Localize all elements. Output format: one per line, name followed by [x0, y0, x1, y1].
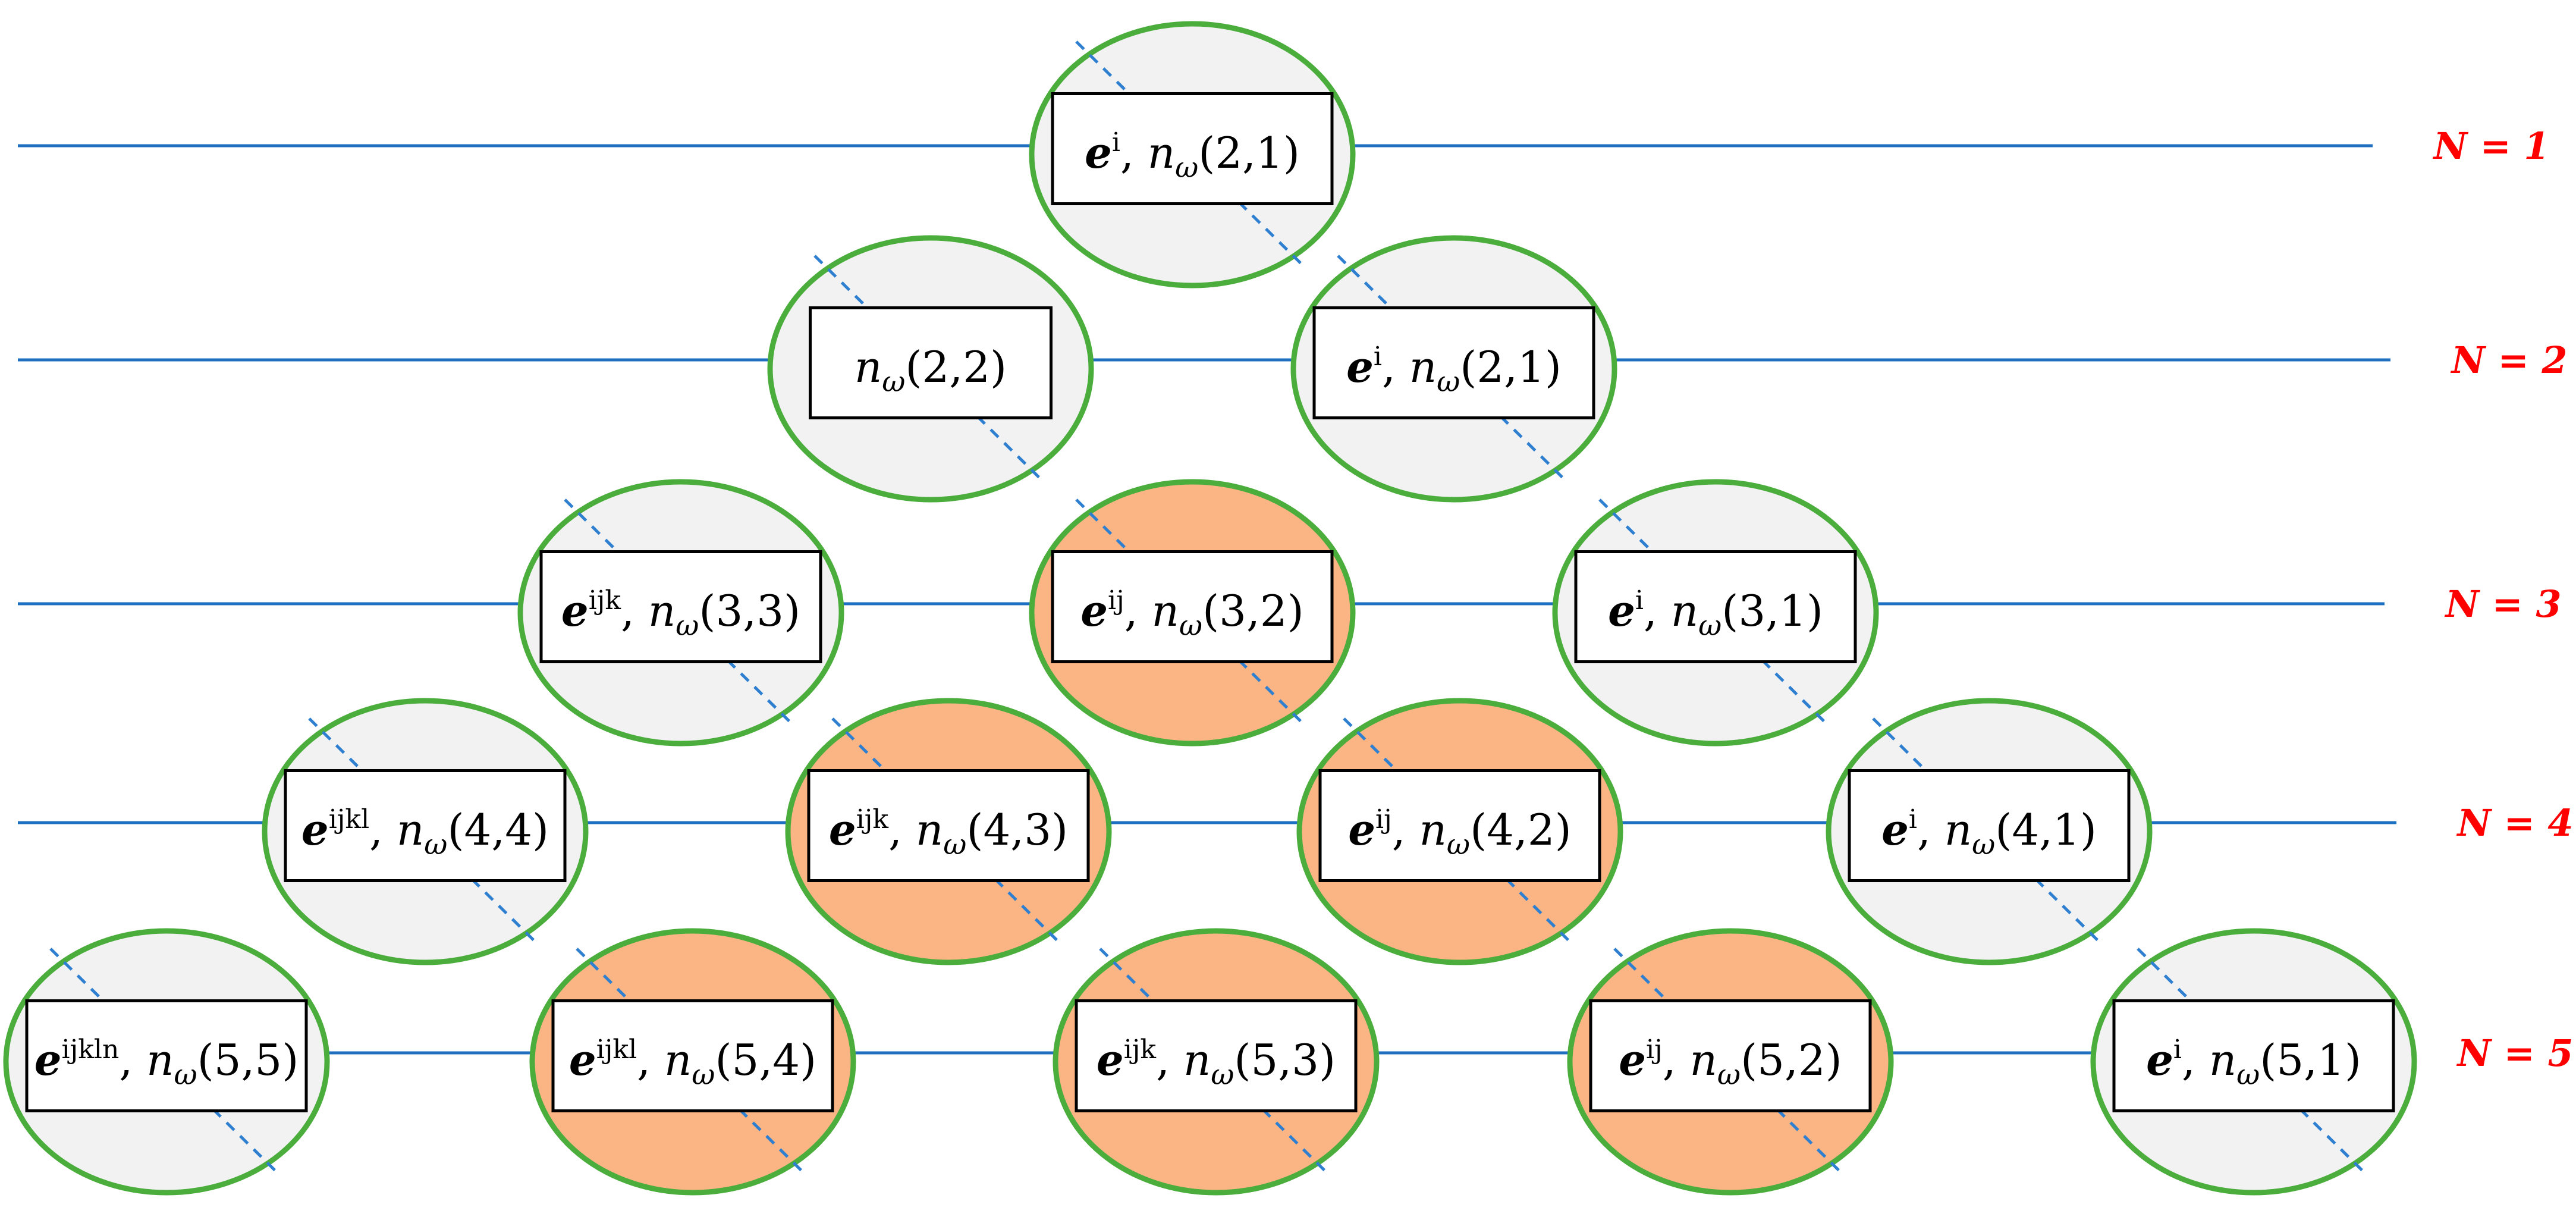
node-box [1318, 769, 1601, 882]
node-box [1574, 550, 1857, 663]
node-box [2112, 999, 2395, 1112]
row-label: N = 2 [2451, 338, 2568, 382]
node-box [809, 306, 1053, 419]
node-label: ei, nω(2,1) [1346, 341, 1562, 399]
node-label: eij, nω(3,2) [1080, 585, 1304, 642]
node-box [284, 769, 567, 882]
node-box [1848, 769, 2131, 882]
node-box [539, 550, 822, 663]
node-box [1589, 999, 1872, 1112]
node-label: ei, nω(2,1) [1085, 127, 1300, 184]
node-box [551, 999, 834, 1112]
row-label: N = 1 [2433, 124, 2550, 168]
node-label: eijkl, nω(4,4) [301, 804, 549, 861]
node-label: eijk, nω(4,3) [829, 804, 1068, 861]
row-label: N = 3 [2445, 582, 2562, 626]
node-label: ei, nω(5,1) [2146, 1034, 2361, 1092]
node-box [1051, 550, 1334, 663]
node-label: ei, nω(4,1) [1881, 804, 2097, 861]
row-label: N = 5 [2456, 1031, 2574, 1075]
row-label: N = 4 [2456, 801, 2574, 845]
node-label: eijkl, nω(5,4) [569, 1034, 816, 1092]
node-box [1312, 306, 1595, 419]
node-label: eij, nω(5,2) [1619, 1034, 1842, 1092]
row-labels-layer: N = 1 N = 2 N = 3 N = 4 N = 5 [2433, 124, 2574, 1075]
node-box [25, 999, 308, 1112]
node-box [1051, 92, 1334, 205]
node-label: eijk, nω(5,3) [1097, 1034, 1336, 1092]
node-label: ei, nω(3,1) [1608, 585, 1823, 642]
node-label: eijkln, nω(5,5) [34, 1034, 299, 1092]
node-box [1075, 999, 1358, 1112]
node-label: eijk, nω(3,3) [561, 585, 800, 642]
node-box [807, 769, 1090, 882]
boxes-layer: ei, nω(2,1) nω(2,2) ei, nω(2,1) eijk, nω(3,… [25, 92, 2395, 1112]
node-label: eij, nω(4,2) [1348, 804, 1572, 861]
node-label: nω(2,2) [855, 342, 1007, 399]
